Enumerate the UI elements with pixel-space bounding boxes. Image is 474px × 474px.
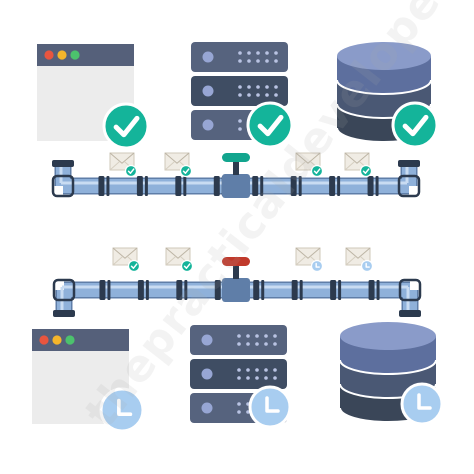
- pipe-flange: [53, 310, 75, 317]
- window-dot: [52, 335, 62, 345]
- database-top: [337, 42, 431, 70]
- window-dot: [70, 50, 80, 60]
- valve-body: [222, 278, 250, 302]
- scene-top: [37, 42, 439, 198]
- pipe-flange: [398, 160, 420, 167]
- window-dot: [57, 50, 67, 60]
- pipe-joint: [367, 176, 374, 196]
- pipe-joint: [175, 176, 182, 196]
- clock-badge: [310, 259, 324, 273]
- server-unit: [191, 42, 288, 72]
- pipe-joint: [290, 176, 297, 196]
- pipe-joint: [176, 280, 183, 300]
- clock-icon: [117, 398, 133, 417]
- server-led: [201, 334, 213, 346]
- server-unit: [190, 325, 287, 355]
- check-icon: [313, 168, 321, 174]
- pipe-elbow: [398, 278, 422, 302]
- pipe-joint: [99, 280, 106, 300]
- valve-closed: [222, 257, 250, 302]
- envelope-icon: [109, 152, 138, 178]
- pipe-joint: [291, 280, 298, 300]
- database-top: [340, 322, 436, 350]
- check-icon: [182, 168, 190, 174]
- pipe-joint: [137, 280, 144, 300]
- pipe-elbow: [52, 278, 76, 302]
- browser-window-icon: [37, 44, 134, 141]
- window-titlebar: [37, 44, 134, 66]
- check-badge: [127, 259, 141, 273]
- clock-icon: [315, 262, 320, 268]
- server-led: [202, 119, 214, 131]
- check-badge: [180, 259, 194, 273]
- server-led: [201, 368, 213, 380]
- pipe-joint: [368, 280, 375, 300]
- server-unit: [191, 76, 288, 106]
- clock-icon: [417, 393, 432, 410]
- pipe-joint: [98, 176, 105, 196]
- pipe-joint: [330, 280, 337, 300]
- pipe-elbow: [397, 174, 421, 198]
- pipe-joint: [214, 280, 221, 300]
- envelope-icon: [344, 152, 373, 178]
- pipe-joint: [252, 176, 259, 196]
- check-badge: [359, 164, 373, 178]
- check-icon: [362, 168, 370, 174]
- envelope-icon: [295, 247, 324, 273]
- pipe-joint: [329, 176, 336, 196]
- pipe-flange: [52, 160, 74, 167]
- pipe-joint: [213, 176, 220, 196]
- envelope-icon: [345, 247, 374, 273]
- window-dot: [44, 50, 54, 60]
- server-led: [202, 51, 214, 63]
- pipe-elbow: [51, 174, 75, 198]
- envelope-icon: [295, 152, 324, 178]
- clock-badge: [99, 387, 145, 433]
- clock-icon: [265, 396, 280, 413]
- clock-badge: [248, 385, 292, 429]
- check-icon: [113, 115, 140, 138]
- window-dot: [39, 335, 49, 345]
- clock-badge: [360, 259, 374, 273]
- clock-badge: [400, 382, 444, 426]
- clock-icon: [365, 262, 370, 268]
- window-titlebar: [32, 329, 129, 351]
- server-unit: [190, 359, 287, 389]
- valve-open: [222, 153, 250, 198]
- scene-bottom: [32, 247, 444, 433]
- pipe-joint: [253, 280, 260, 300]
- valve-stem: [233, 160, 239, 175]
- check-badge: [102, 102, 150, 150]
- check-icon: [127, 168, 135, 174]
- check-badge: [310, 164, 324, 178]
- check-badge: [391, 101, 439, 149]
- pipe-joint: [136, 176, 143, 196]
- check-icon: [130, 263, 138, 269]
- pipe-flange: [399, 310, 421, 317]
- pipe: [51, 160, 421, 198]
- envelope-icon: [164, 152, 193, 178]
- window-dot: [65, 335, 75, 345]
- envelope-icon: [112, 247, 141, 273]
- check-badge: [179, 164, 193, 178]
- check-badge: [124, 164, 138, 178]
- check-icon: [402, 114, 429, 137]
- server-led: [202, 85, 214, 97]
- server-led: [201, 402, 213, 414]
- check-icon: [183, 263, 191, 269]
- valve-body: [222, 174, 250, 198]
- envelope-icon: [165, 247, 194, 273]
- check-icon: [257, 114, 284, 137]
- valve-stem: [233, 264, 239, 279]
- check-badge: [246, 101, 294, 149]
